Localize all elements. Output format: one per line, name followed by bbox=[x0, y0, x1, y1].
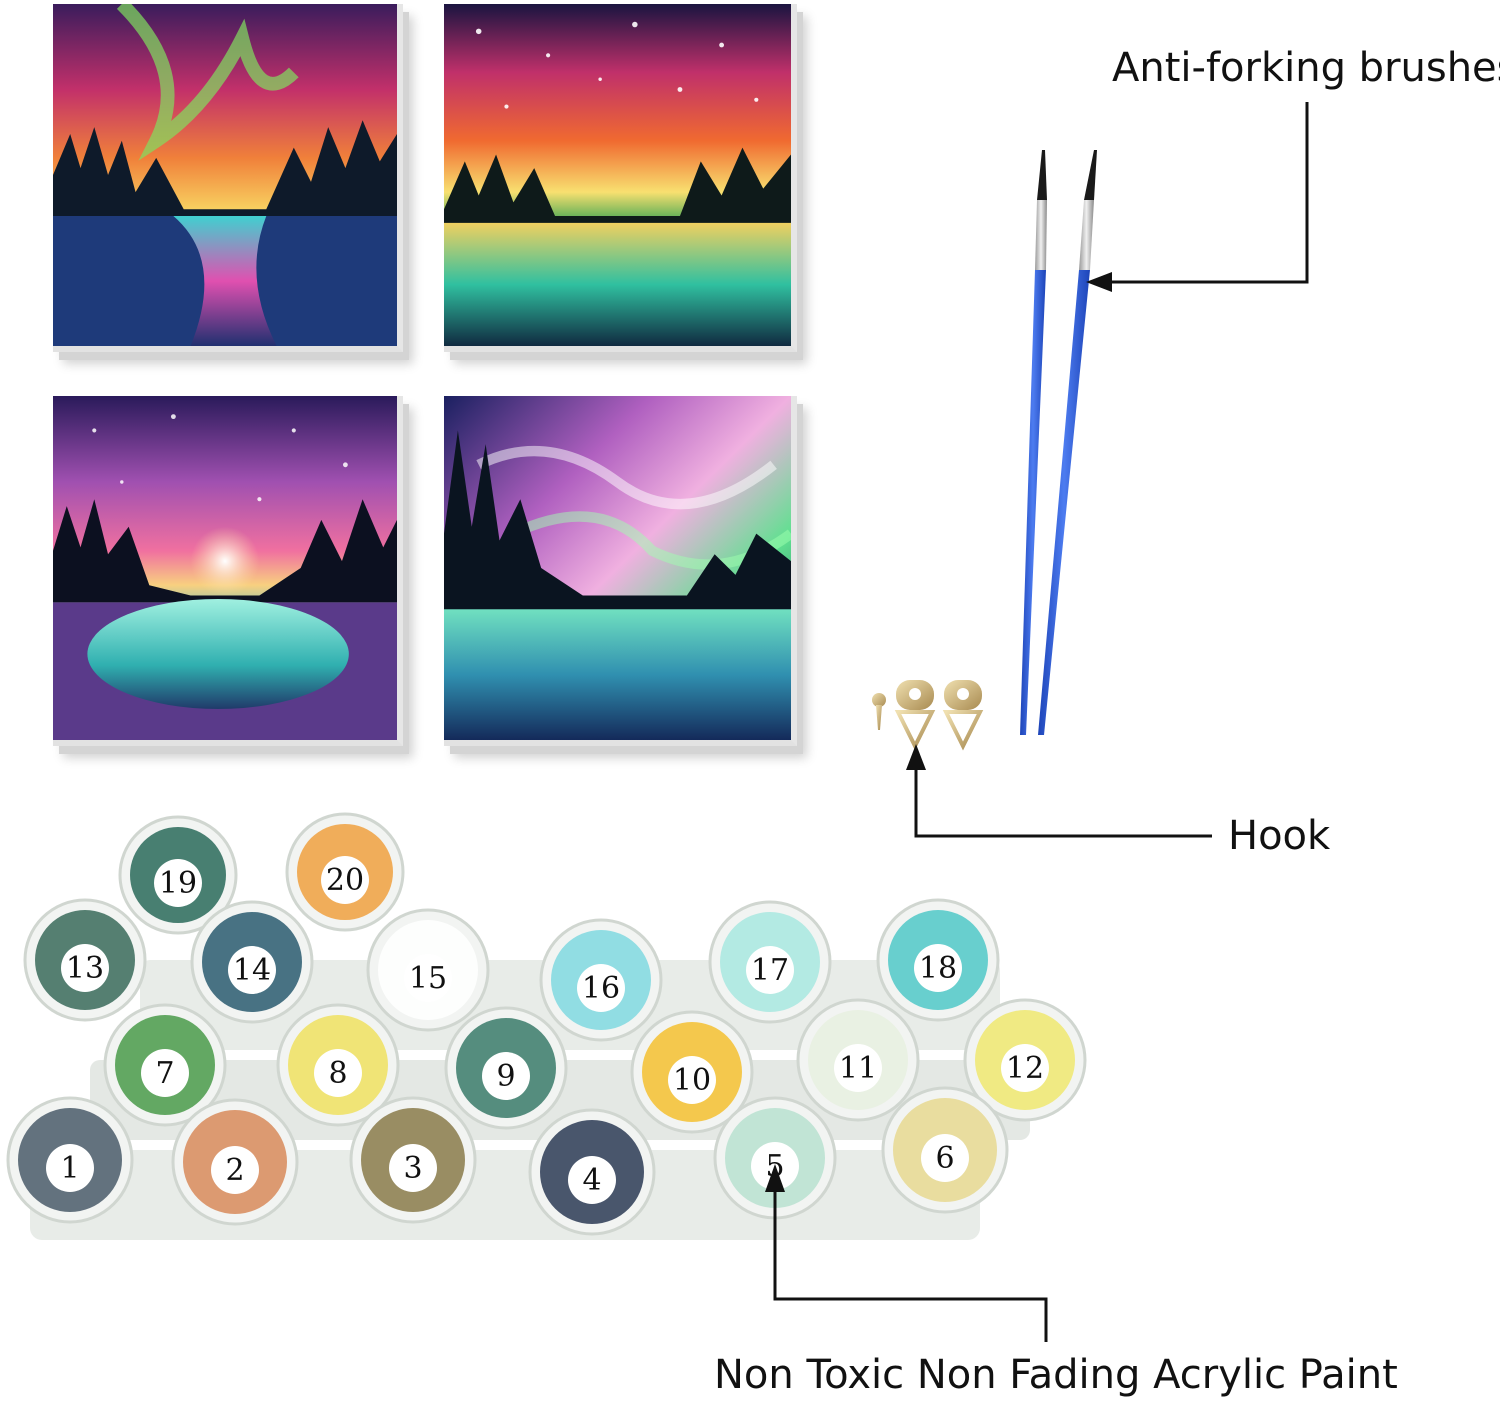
paint-pot-number: 11 bbox=[839, 1051, 877, 1086]
paint-pot-4: 4 bbox=[528, 1108, 656, 1236]
paint-pot-number: 13 bbox=[66, 951, 104, 986]
hook-icon-right bbox=[942, 680, 984, 751]
paint-pot-17: 17 bbox=[708, 900, 832, 1024]
paint-pot-5: 5 bbox=[713, 1096, 837, 1220]
paint-pot-15: 15 bbox=[366, 908, 490, 1032]
paint-pot-number: 14 bbox=[233, 953, 271, 988]
paint-pot-number: 5 bbox=[765, 1149, 784, 1184]
paint-pot-9: 9 bbox=[444, 1006, 568, 1130]
paint-pot-7: 7 bbox=[103, 1003, 227, 1127]
paint-pot-number: 20 bbox=[326, 863, 364, 898]
paint-pot-number: 2 bbox=[225, 1153, 244, 1188]
paint-pot-number: 10 bbox=[673, 1063, 711, 1098]
brushes-label: Anti-forking brushes bbox=[1112, 45, 1500, 91]
paint-pot-19: 19 bbox=[118, 815, 238, 935]
hook-callout-line bbox=[914, 768, 1212, 838]
paintbrush-left bbox=[1020, 150, 1047, 735]
paint-pot-13: 13 bbox=[23, 898, 147, 1022]
paint-pot-number: 8 bbox=[328, 1056, 347, 1091]
paint-pot-6: 6 bbox=[881, 1086, 1009, 1214]
paint-arrow bbox=[765, 1164, 785, 1192]
paint-pot-number: 17 bbox=[751, 953, 789, 988]
paint-pot-number: 4 bbox=[582, 1163, 601, 1198]
paint-pot-number: 12 bbox=[1006, 1051, 1044, 1086]
paint-pot-number: 15 bbox=[409, 961, 447, 996]
paint-pot-10: 10 bbox=[630, 1010, 754, 1134]
paint-pot-number: 9 bbox=[496, 1059, 515, 1094]
paint-label: Non Toxic Non Fading Acrylic Paint bbox=[714, 1352, 1398, 1398]
paintbrush-right bbox=[1038, 150, 1097, 735]
canvas-painting-1 bbox=[53, 4, 403, 352]
canvas-painting-3 bbox=[53, 396, 403, 746]
screw-icon bbox=[872, 693, 886, 730]
paint-pot-number: 1 bbox=[60, 1151, 79, 1186]
paint-pot-12: 12 bbox=[963, 998, 1087, 1122]
paint-pot-20: 20 bbox=[285, 812, 405, 932]
brushes-arrow bbox=[1086, 272, 1112, 292]
paint-pot-18: 18 bbox=[876, 898, 1000, 1022]
paint-tray bbox=[30, 960, 1030, 1240]
paint-pot-number: 7 bbox=[155, 1056, 174, 1091]
hook-label: Hook bbox=[1228, 813, 1331, 859]
paint-pot-number: 3 bbox=[403, 1151, 422, 1186]
paint-pot-number: 18 bbox=[919, 951, 957, 986]
hook-arrow bbox=[906, 744, 926, 770]
paint-callout-line bbox=[773, 1190, 1048, 1342]
brushes-callout-line bbox=[1110, 102, 1309, 284]
paint-pot-number: 6 bbox=[935, 1141, 954, 1176]
canvas-painting-4 bbox=[444, 396, 797, 746]
paint-pot-16: 16 bbox=[539, 918, 663, 1042]
paint-pot-3: 3 bbox=[349, 1096, 477, 1224]
canvas-painting-2 bbox=[444, 4, 797, 352]
hook-icon-left bbox=[894, 680, 936, 751]
paint-pot-2: 2 bbox=[171, 1098, 299, 1226]
paint-pot-14: 14 bbox=[190, 900, 314, 1024]
paint-pot-11: 11 bbox=[796, 998, 920, 1122]
paint-pot-number: 19 bbox=[159, 866, 197, 901]
paint-pot-8: 8 bbox=[276, 1003, 400, 1127]
paint-pot-number: 16 bbox=[582, 971, 620, 1006]
paint-pot-1: 1 bbox=[6, 1096, 134, 1224]
